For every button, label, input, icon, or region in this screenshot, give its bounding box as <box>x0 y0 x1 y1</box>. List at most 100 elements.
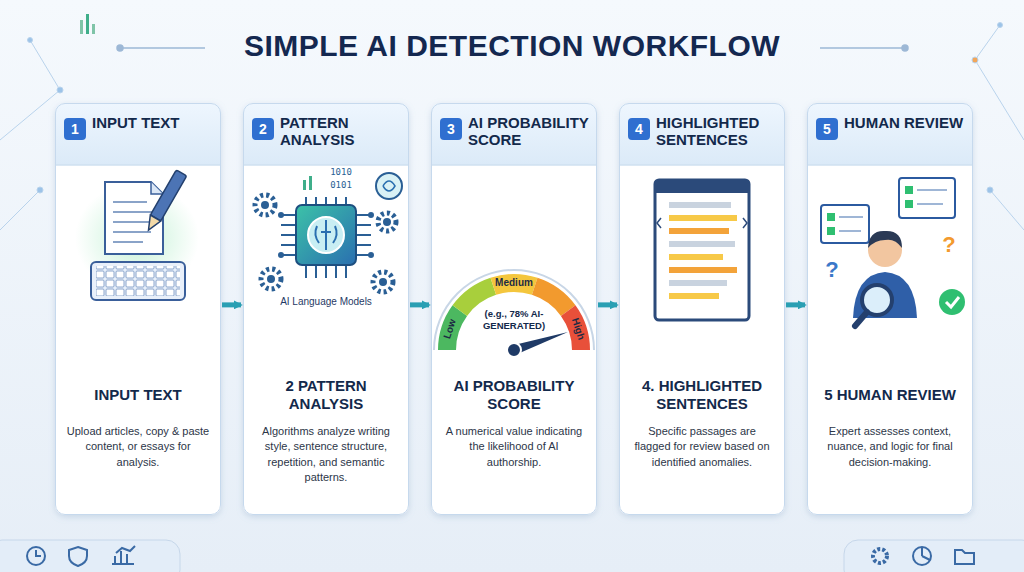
network-decoration <box>57 87 63 93</box>
human-reviewer <box>853 272 917 318</box>
human-reviewer <box>905 186 913 194</box>
score-example: (e.g., 78% AI-GENERATED) <box>469 308 559 332</box>
highlighted-document <box>669 280 727 286</box>
human-reviewer <box>905 200 913 208</box>
step-card: HUMAN REVIEW5 HUMAN REVIEWExpert assesse… <box>807 103 973 515</box>
step-number-badge: 1 <box>64 118 86 140</box>
document-keyboard-icon <box>113 231 151 233</box>
ai-chip-icon <box>383 181 395 191</box>
highlighted-document <box>669 267 737 273</box>
card-header: PATTERN ANALYSIS <box>280 114 404 149</box>
highlighted-document <box>669 241 735 247</box>
highlighted-document <box>655 180 749 320</box>
human-reviewer <box>946 297 959 307</box>
question-mark: ? <box>942 232 955 258</box>
flow-arrow <box>598 302 617 307</box>
diagram-title: SIMPLE AI DETECTION WORKFLOW <box>0 29 1024 63</box>
human-reviewer <box>899 178 955 218</box>
footer-panels <box>69 547 87 566</box>
document-keyboard-icon <box>113 201 147 203</box>
title-frame <box>117 45 123 51</box>
card-background <box>243 103 409 515</box>
network-decoration <box>80 20 83 34</box>
probability-gauge <box>535 286 569 310</box>
document-keyboard-icon <box>151 182 163 194</box>
step-description: Expert assesses context, nuance, and log… <box>817 424 963 470</box>
ai-chip-icon <box>267 275 275 283</box>
ai-chip-icon <box>281 197 371 278</box>
step-number: 5 <box>823 122 831 136</box>
card-header: INPUT TEXT <box>92 114 216 131</box>
card-header: AI PROBABILITY SCORE <box>468 114 592 149</box>
document-keyboard-icon <box>143 170 186 233</box>
highlighted-document <box>669 228 729 234</box>
step-number: 4 <box>635 122 643 136</box>
document-keyboard-icon <box>113 241 143 243</box>
step-number: 2 <box>259 122 267 136</box>
gauge-segment-label: Low <box>441 318 459 341</box>
ai-chip-icon <box>261 269 281 289</box>
highlighted-document <box>669 205 737 296</box>
step-number: 3 <box>447 122 455 136</box>
step-number: 1 <box>71 122 79 136</box>
ai-chip-icon <box>255 195 396 292</box>
step-title: 2 PATTERN ANALYSIS <box>250 374 402 416</box>
flow-arrow <box>786 302 805 307</box>
ai-chip-icon <box>255 173 402 292</box>
icon-caption: AI Language Models <box>280 296 372 308</box>
document-keyboard-icon <box>143 215 160 233</box>
document-keyboard-icon <box>75 170 199 300</box>
ai-chip-icon <box>315 220 336 250</box>
title-frame <box>902 45 908 51</box>
network-decoration <box>30 40 60 90</box>
card-background <box>431 103 597 515</box>
network-decoration <box>975 25 1000 60</box>
footer-panels <box>913 547 931 565</box>
footer-panels <box>0 540 180 572</box>
step-number-badge: 2 <box>252 118 274 140</box>
step-description: Specific passages are flagged for review… <box>629 424 775 470</box>
footer-panels <box>873 549 887 563</box>
network-decoration <box>987 187 993 193</box>
highlighted-document <box>657 218 747 228</box>
step-title: 4. HIGHLIGHTED SENTENCES <box>626 374 778 416</box>
network-decoration <box>37 187 43 193</box>
document-keyboard-icon <box>91 262 185 300</box>
human-reviewer <box>855 312 867 326</box>
step-number-badge: 3 <box>440 118 462 140</box>
footer-panels <box>922 547 930 560</box>
document-keyboard-icon <box>96 266 180 296</box>
probability-gauge <box>434 270 594 350</box>
step-number-badge: 4 <box>628 118 650 140</box>
footer-panels <box>112 546 135 564</box>
ai-chip-icon <box>279 253 283 257</box>
ai-chip-icon <box>383 218 391 226</box>
step-description: Algorithms analyze writing style, senten… <box>253 424 399 486</box>
probability-gauge <box>447 283 581 350</box>
step-card: PATTERN ANALYSIS 2 PATTERN ANALYSIS Algori… <box>243 103 409 515</box>
network-decoration <box>0 90 60 140</box>
highlighted-document <box>669 215 737 221</box>
ai-chip-icon <box>303 176 312 190</box>
step-title: AI PROBABILITY SCORE <box>438 374 590 416</box>
ai-chip-icon <box>369 213 373 217</box>
footer-panels <box>36 550 41 556</box>
footer-panels <box>27 546 974 566</box>
human-reviewer <box>839 230 861 232</box>
flow-arrow <box>222 302 241 307</box>
ai-chip-icon <box>303 180 306 190</box>
document-keyboard-icon <box>150 170 186 221</box>
ai-chip-icon <box>309 176 312 190</box>
human-reviewer <box>917 189 947 191</box>
highlighted-document <box>669 202 731 208</box>
card-background <box>807 103 973 515</box>
ai-chip-icon <box>279 213 283 217</box>
binary-digits: 1010 <box>330 167 352 178</box>
step-card: HIGHLIGHTED SENTENCES4. HIGHLIGHTED SENT… <box>619 103 785 515</box>
footer-panels <box>844 540 1024 572</box>
network-decoration <box>990 190 1024 230</box>
highlighted-document <box>655 180 749 320</box>
ai-chip-icon <box>378 213 396 231</box>
